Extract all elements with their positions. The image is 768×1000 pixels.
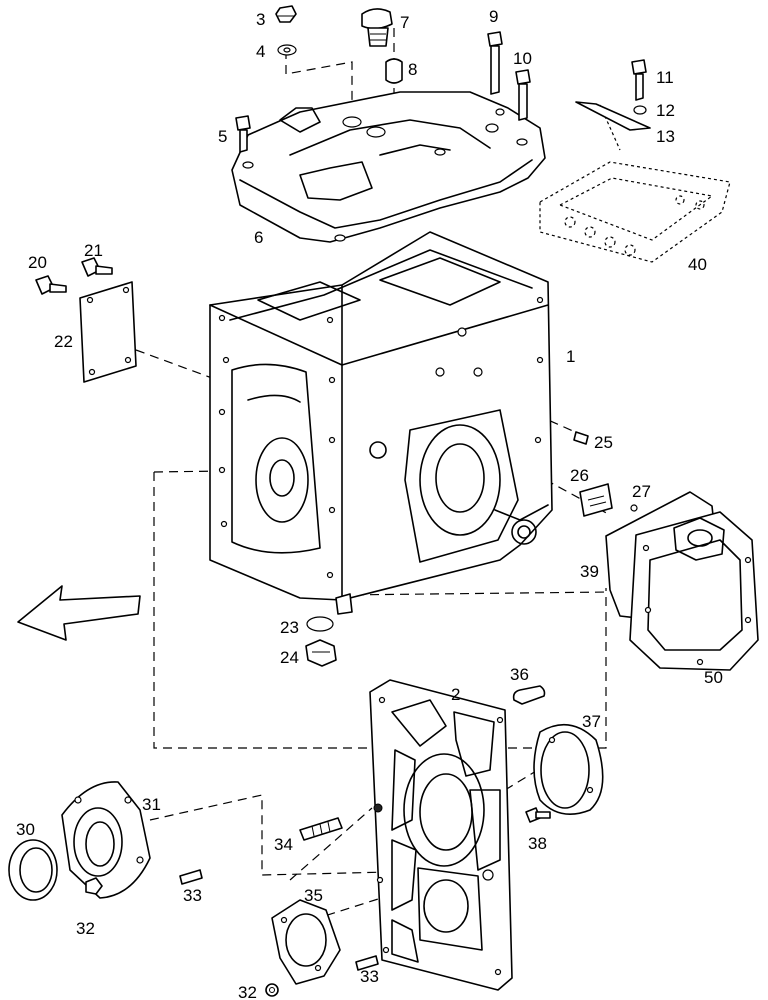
callout-10: 10 (513, 49, 532, 68)
callout-50: 50 (704, 668, 723, 687)
callout-7: 7 (400, 13, 409, 32)
cover-37 (533, 723, 604, 816)
washer-12 (633, 105, 647, 115)
callout-36: 36 (510, 665, 529, 684)
stud-34 (299, 817, 343, 841)
plate-13 (575, 101, 651, 131)
callout-37: 37 (582, 712, 601, 731)
callout-5: 5 (218, 127, 227, 146)
callout-8: 8 (408, 60, 417, 79)
screw-38 (525, 807, 551, 823)
callout-25: 25 (594, 433, 613, 452)
callout-3: 3 (256, 10, 265, 29)
callout-32-a: 32 (76, 919, 95, 938)
side-plate-22 (79, 281, 137, 383)
flange-housing-31 (61, 781, 151, 899)
callout-27: 27 (632, 482, 651, 501)
callout-20: 20 (28, 253, 47, 272)
callout-12: 12 (656, 101, 675, 120)
bolt-9 (487, 31, 503, 95)
screw-21 (81, 257, 113, 277)
sleeve-8 (385, 58, 403, 84)
pin-36 (512, 685, 546, 705)
decal-26 (579, 483, 613, 517)
callout-33-a: 33 (183, 886, 202, 905)
nut-32-a (85, 877, 103, 895)
pin-27 (630, 504, 638, 512)
seal-30 (8, 839, 58, 901)
callout-6: 6 (254, 228, 263, 247)
callout-24: 24 (280, 648, 299, 667)
stud-33-b (355, 955, 379, 971)
rear-cover-50 (629, 511, 759, 671)
plug-3 (275, 5, 297, 23)
callout-labels: 3 4 7 9 8 10 11 12 13 5 6 40 20 21 22 1 … (16, 7, 723, 1000)
washer-23 (306, 616, 334, 632)
callout-40: 40 (688, 255, 707, 274)
callout-2: 2 (451, 685, 460, 704)
callout-33-b: 33 (360, 967, 379, 986)
direction-arrow (17, 585, 141, 641)
callout-1: 1 (566, 347, 575, 366)
drain-plug-24 (305, 639, 337, 667)
bolt-10 (515, 69, 531, 121)
callout-34: 34 (274, 835, 293, 854)
callout-38: 38 (528, 834, 547, 853)
screw-20 (35, 275, 67, 295)
callout-4: 4 (256, 42, 265, 61)
stud-33-a (179, 869, 203, 885)
main-housing (209, 231, 553, 615)
callout-35: 35 (304, 886, 323, 905)
bolt-11 (631, 59, 647, 101)
dowel-pin-25 (573, 431, 589, 445)
top-cover (231, 91, 546, 243)
callout-30: 30 (16, 820, 35, 839)
small-cover-35 (271, 899, 341, 985)
nut-32-b (265, 983, 279, 997)
callout-26: 26 (570, 466, 589, 485)
callout-32-b: 32 (238, 983, 257, 1000)
callout-11: 11 (656, 68, 674, 87)
lift-housing-40 (539, 161, 731, 263)
callout-31: 31 (142, 795, 161, 814)
filler-plug-7 (361, 8, 393, 47)
callout-22: 22 (54, 332, 73, 351)
callout-13: 13 (656, 127, 675, 146)
callout-39: 39 (580, 562, 599, 581)
bolt-5 (235, 115, 251, 153)
plate-2 (369, 679, 513, 991)
callout-21: 21 (84, 241, 103, 260)
callout-23: 23 (280, 618, 299, 637)
callout-9: 9 (489, 7, 498, 26)
